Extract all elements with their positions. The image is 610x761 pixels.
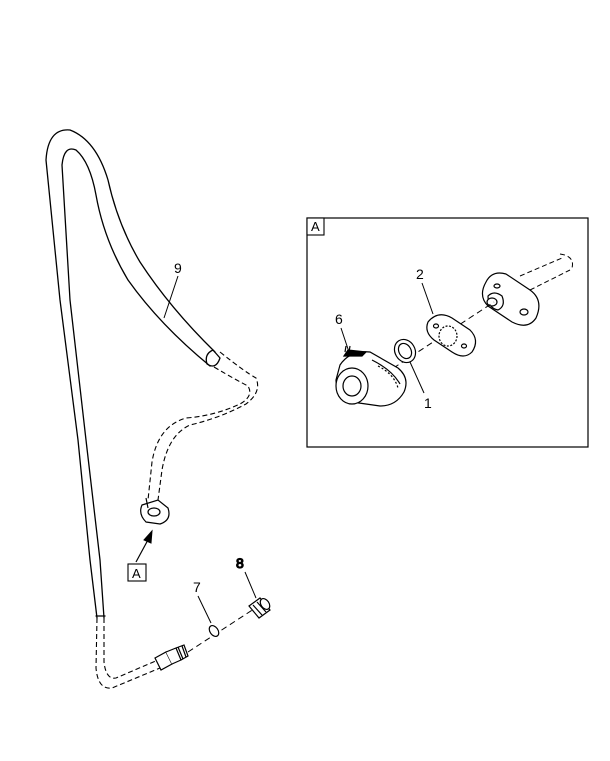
reference-tag-letter: A <box>132 566 141 581</box>
part-2-gasket <box>426 314 477 357</box>
callout-6: 6 <box>335 311 343 327</box>
part-8-cap: 8 <box>235 554 271 619</box>
hose-assembly <box>45 129 221 619</box>
part-1-washer <box>393 338 417 364</box>
detail-view-a: A 2 1 <box>306 217 589 448</box>
connector-fitting <box>140 497 170 525</box>
reference-tag-a: A <box>127 563 147 582</box>
detail-reference-arrow <box>135 529 153 563</box>
callout-8: 8 <box>236 555 244 571</box>
hose-end-cap <box>205 349 221 367</box>
routing-line-lower <box>95 617 161 689</box>
detail-tube <box>519 253 573 291</box>
assembly-axis-lower <box>187 604 261 653</box>
detail-view-letter: A <box>311 219 320 234</box>
hose-outer-edge <box>45 129 216 619</box>
detail-flange-body <box>481 272 540 326</box>
callout-9: 9 <box>174 260 182 276</box>
assembly-axis-detail <box>359 301 495 391</box>
threaded-fitting <box>154 644 189 671</box>
callout-9-group: 9 <box>163 260 182 319</box>
callout-2: 2 <box>416 266 424 282</box>
part-6-sender <box>335 345 407 407</box>
part-7-oring: 7 <box>193 579 220 638</box>
callout-7: 7 <box>193 579 201 595</box>
hose-inner-edge <box>61 148 211 619</box>
routing-line-upper <box>147 351 259 501</box>
callout-1: 1 <box>424 395 432 411</box>
